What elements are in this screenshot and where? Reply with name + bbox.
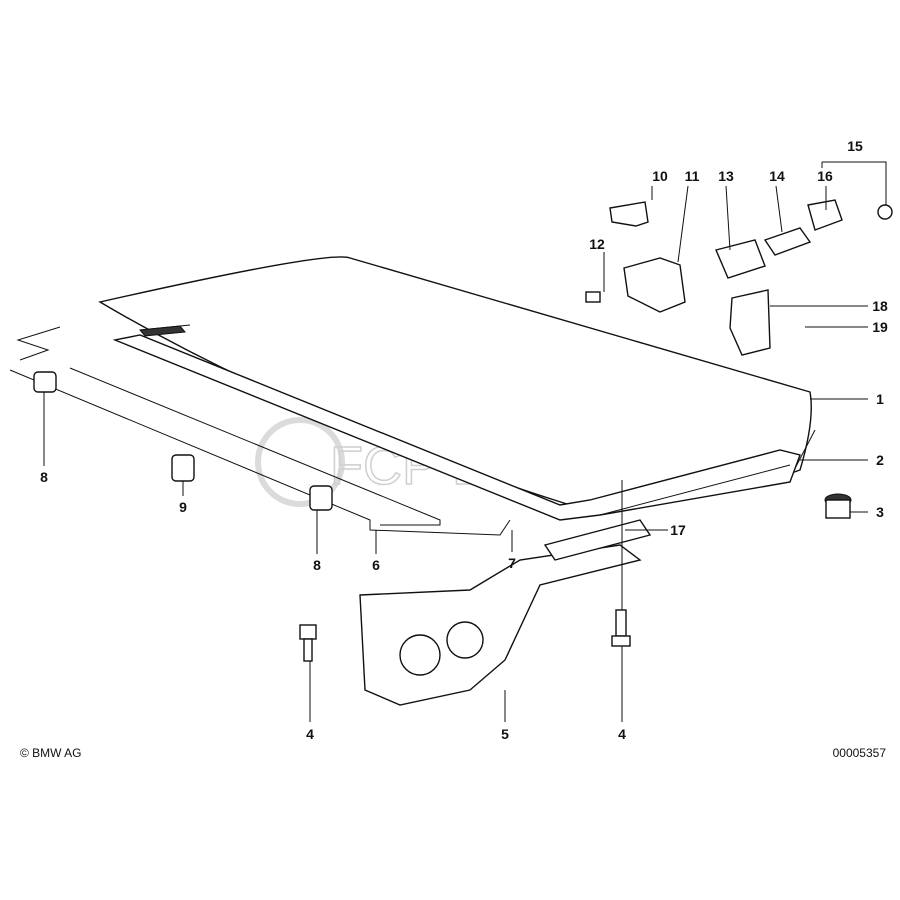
bolt-right xyxy=(611,609,631,647)
callout-11: 11 xyxy=(685,168,700,184)
callout-4b: 4 xyxy=(618,726,626,742)
clip-9 xyxy=(171,454,195,482)
copyright: © BMW AG xyxy=(20,746,82,760)
support-rods xyxy=(9,326,511,536)
leader-lines xyxy=(43,161,887,722)
latch-parts xyxy=(585,199,893,356)
callout-14: 14 xyxy=(769,168,785,184)
clip-8b xyxy=(309,485,333,511)
rubber-buffer xyxy=(824,493,852,519)
hinge-plate xyxy=(543,519,652,561)
callout-16: 16 xyxy=(817,168,833,184)
callout-6: 6 xyxy=(372,557,380,573)
hinge xyxy=(359,544,642,706)
callout-1: 1 xyxy=(876,391,884,407)
clip-8a xyxy=(33,371,57,393)
callout-4a: 4 xyxy=(306,726,314,742)
callout-8a: 8 xyxy=(40,469,48,485)
callout-8b: 8 xyxy=(313,557,321,573)
callout-17: 17 xyxy=(670,522,686,538)
diagram-number: 00005357 xyxy=(833,746,887,760)
callout-7: 7 xyxy=(508,555,516,571)
callout-19: 19 xyxy=(872,319,888,335)
callout-5: 5 xyxy=(501,726,509,742)
bolt-left xyxy=(299,624,317,662)
callout-3: 3 xyxy=(876,504,884,520)
callout-15: 15 xyxy=(847,138,863,154)
callout-12: 12 xyxy=(589,236,605,252)
callout-18: 18 xyxy=(872,298,888,314)
trunk-seal xyxy=(112,324,801,521)
callout-9: 9 xyxy=(179,499,187,515)
callout-10: 10 xyxy=(652,168,668,184)
callout-13: 13 xyxy=(718,168,734,184)
callout-2: 2 xyxy=(876,452,884,468)
